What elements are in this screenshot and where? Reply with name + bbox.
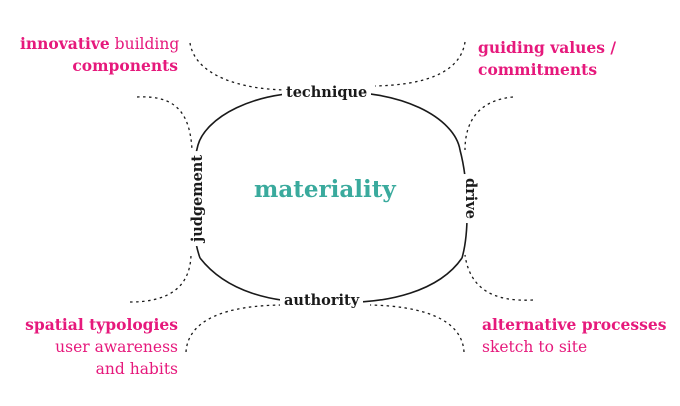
- dotted-right-upper: [464, 96, 514, 151]
- axis-bottom-label: authority: [280, 292, 364, 309]
- axis-top-label: technique: [282, 84, 372, 101]
- axis-right-label: drive: [461, 174, 479, 223]
- dotted-left-lower: [129, 254, 192, 303]
- annotation-bottom-left: spatial typologies user awareness and ha…: [25, 315, 178, 378]
- axis-left-label: judgement: [189, 150, 207, 247]
- dotted-top-right: [374, 41, 466, 87]
- center-label: materiality: [254, 176, 396, 203]
- dotted-bottom-right: [369, 304, 465, 353]
- annotation-top-left: innovative building components: [20, 34, 180, 75]
- annotation-bottom-right: alternative processes sketch to site: [482, 315, 667, 356]
- dotted-left-upper: [136, 96, 193, 151]
- dotted-top-left: [189, 42, 291, 91]
- annotation-top-right: guiding values / commitments: [478, 38, 617, 79]
- dotted-bottom-left: [185, 304, 286, 353]
- dotted-right-lower: [464, 254, 534, 301]
